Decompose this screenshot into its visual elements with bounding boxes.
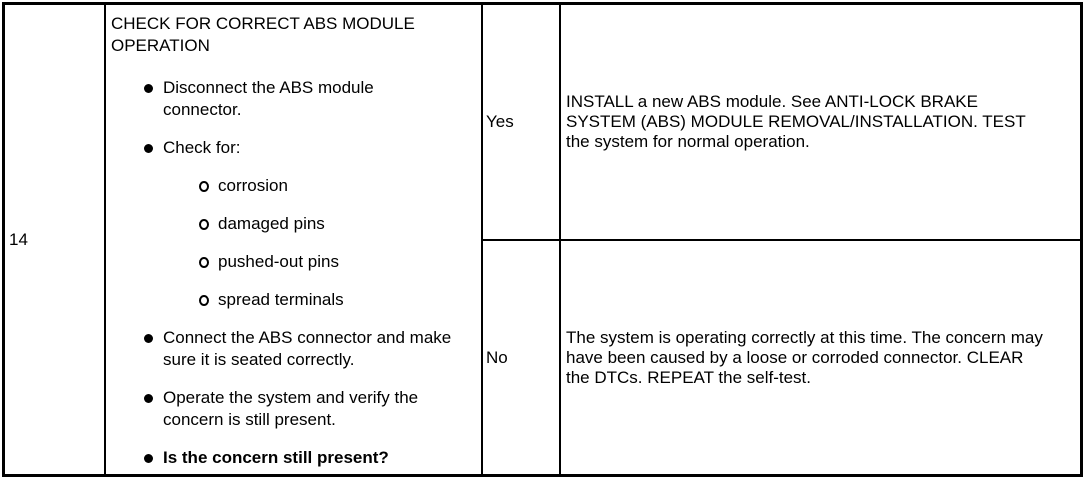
action-no-cell: The system is operating correctly at thi… xyxy=(561,241,1080,474)
check-list-text: corrosion xyxy=(218,176,288,195)
procedure-cell: CHECK FOR CORRECT ABS MODULE OPERATION D… xyxy=(106,5,483,474)
procedure-step-text: Disconnect the ABS module connector. xyxy=(163,78,374,119)
procedure-question-item: Is the concern still present? xyxy=(144,447,477,469)
procedure-title: CHECK FOR CORRECT ABS MODULE OPERATION xyxy=(111,14,415,55)
procedure-step-text: Check for: xyxy=(163,138,241,157)
answer-yes-label: Yes xyxy=(486,112,514,131)
procedure-step-text: Connect the ABS connector and make sure … xyxy=(163,328,452,369)
answer-yes-cell: Yes xyxy=(483,5,561,241)
procedure-step-item: Operate the system and verify the concer… xyxy=(144,387,477,431)
check-list-text: spread terminals xyxy=(218,290,344,309)
check-list-item: corrosion xyxy=(199,175,477,197)
sub-bullet-circle-icon xyxy=(199,219,209,230)
check-list-item: spread terminals xyxy=(199,289,477,311)
bullet-dot-icon xyxy=(144,394,153,403)
bullet-dot-icon xyxy=(144,454,153,463)
procedure-step-text: Operate the system and verify the concer… xyxy=(163,388,419,429)
action-yes-text: INSTALL a new ABS module. See ANTI-LOCK … xyxy=(566,92,1026,151)
procedure-step-item: Check for: xyxy=(144,137,477,159)
action-no-text: The system is operating correctly at thi… xyxy=(566,327,1043,387)
sub-bullet-circle-icon xyxy=(199,295,209,306)
action-yes-cell: INSTALL a new ABS module. See ANTI-LOCK … xyxy=(561,5,1080,241)
answer-no-cell: No xyxy=(483,241,561,474)
sub-bullet-circle-icon xyxy=(199,257,209,268)
sub-bullet-circle-icon xyxy=(199,181,209,192)
check-list-text: pushed-out pins xyxy=(218,252,339,271)
answer-no-label: No xyxy=(486,347,508,367)
bullet-dot-icon xyxy=(144,84,153,93)
check-list-text: damaged pins xyxy=(218,214,325,233)
step-number: 14 xyxy=(9,229,28,249)
bullet-dot-icon xyxy=(144,144,153,153)
procedure-question-text: Is the concern still present? xyxy=(163,448,389,467)
procedure-step-item: Connect the ABS connector and make sure … xyxy=(144,327,477,371)
check-list-item: pushed-out pins xyxy=(199,251,477,273)
procedure-step-item: Disconnect the ABS module connector. xyxy=(144,77,477,121)
diagnostic-step-table: 14 CHECK FOR CORRECT ABS MODULE OPERATIO… xyxy=(2,2,1083,477)
bullet-dot-icon xyxy=(144,334,153,343)
check-list-item: damaged pins xyxy=(199,213,477,235)
step-number-cell: 14 xyxy=(5,5,106,474)
